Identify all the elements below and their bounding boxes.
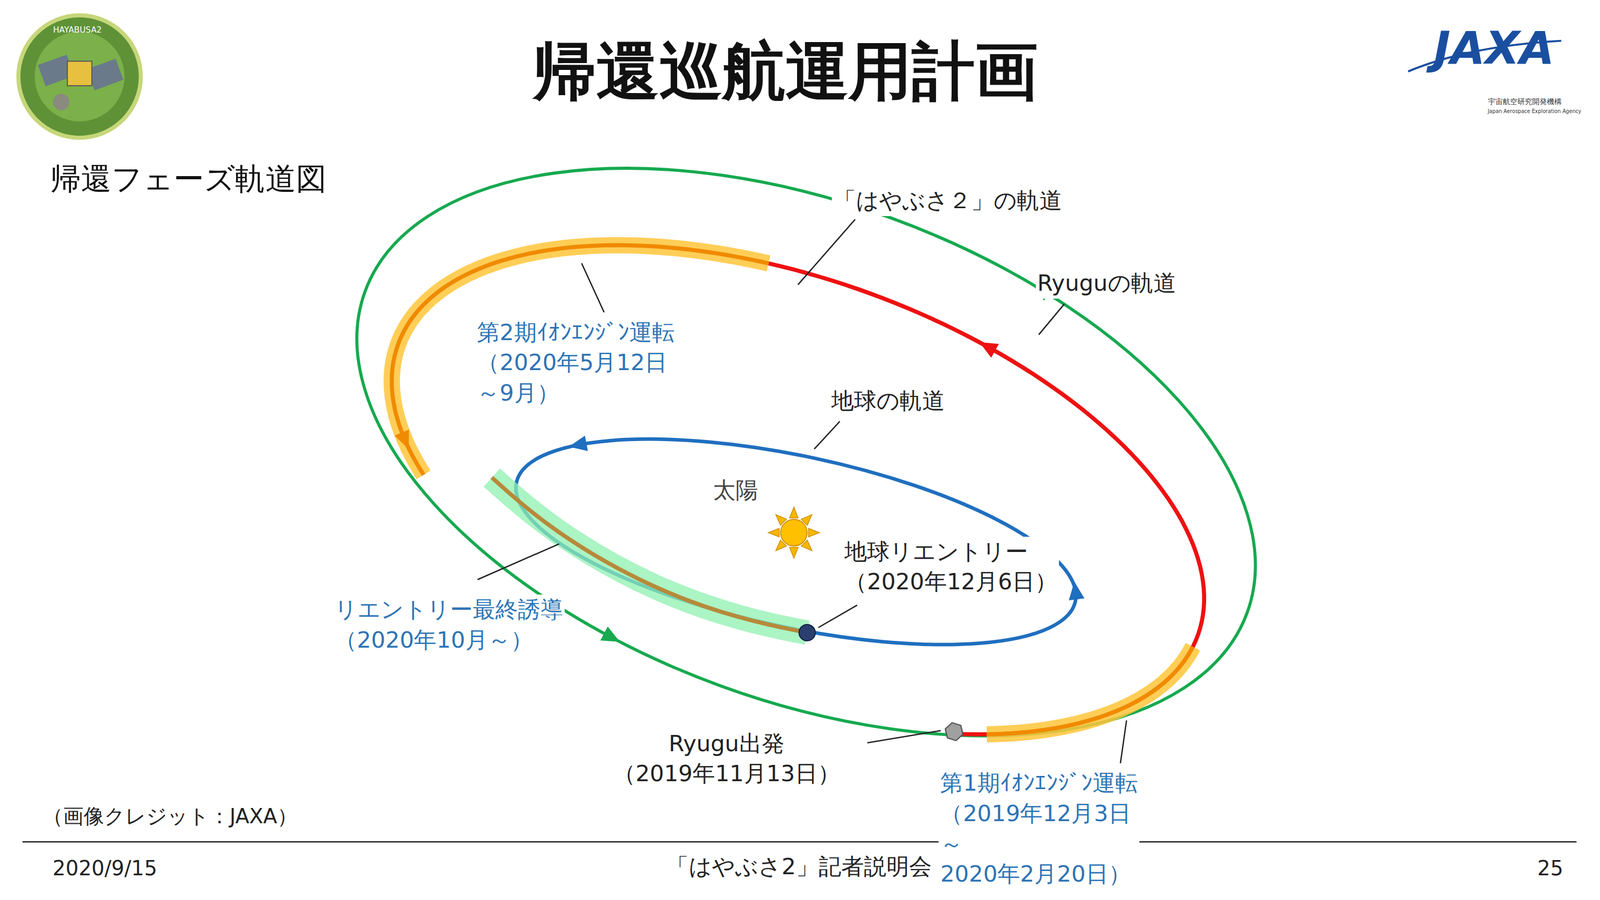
leader-line xyxy=(798,219,856,285)
credit-note: （画像クレジット：JAXA） xyxy=(41,802,300,831)
patch-body xyxy=(67,60,93,86)
orbit-label: 「はやぶさ２」の軌道 xyxy=(831,185,1064,217)
leader-line xyxy=(581,263,605,313)
ryugu-icon xyxy=(945,722,963,741)
phase-label: 第2期ｲｵﾝｴﾝｼﾞﾝ運転 （2020年5月12日～9月） xyxy=(475,317,676,409)
direction-arrow xyxy=(568,435,588,452)
logo-subtext: Japan Aerospace Exploration Agency xyxy=(1488,108,1582,115)
sun-ray xyxy=(789,547,799,559)
leader-line xyxy=(818,605,858,628)
leader-line xyxy=(1038,303,1065,335)
sun-ray xyxy=(768,528,780,537)
ion-engine-arc xyxy=(986,646,1194,735)
direction-arrow xyxy=(979,342,999,359)
logo-text: JAXA xyxy=(1433,22,1555,75)
sun-ray xyxy=(808,528,820,537)
hayabusa2-orbit xyxy=(768,263,1205,735)
mission-patch xyxy=(18,15,141,138)
direction-arrow xyxy=(600,626,620,642)
earth-dot xyxy=(799,624,816,641)
sun-label: 太陽 xyxy=(711,475,760,506)
slide-title: 帰還巡航運用計画 xyxy=(531,28,1040,114)
orbit-label: 地球の軌道 xyxy=(829,385,947,417)
patch-asteroid xyxy=(53,94,70,111)
ion-engine-band xyxy=(986,646,1194,735)
footer-event: 「はやぶさ2」記者説明会 xyxy=(664,851,933,883)
patch-text: HAYABUSA2 xyxy=(53,25,103,36)
phase-label: リエントリー最終誘導 （2020年10月～） xyxy=(332,594,565,656)
event-label: 地球リエントリー （2020年12月6日） xyxy=(842,536,1059,598)
ion-engine-arc xyxy=(391,245,769,475)
leader-line xyxy=(477,544,559,580)
sun-ray xyxy=(789,507,799,519)
ion-engine-band xyxy=(391,245,769,475)
leader-line xyxy=(1120,720,1127,764)
logo-subtext: 宇宙航空研究開発機構 xyxy=(1488,97,1562,107)
page-number: 25 xyxy=(1535,854,1565,883)
orbit-label: Ryuguの軌道 xyxy=(1035,268,1178,299)
leader-line xyxy=(867,730,942,743)
ryugu-orbit xyxy=(279,57,1333,847)
leader-line xyxy=(814,421,841,450)
direction-arrow xyxy=(394,429,409,450)
subtitle: 帰還フェーズ軌道図 xyxy=(48,158,329,200)
footer-date: 2020/9/15 xyxy=(51,854,159,883)
sun-disc xyxy=(780,519,808,546)
direction-arrow xyxy=(1068,581,1085,601)
patch-inner xyxy=(34,31,125,122)
sun-icon xyxy=(768,507,820,559)
patch-disc xyxy=(18,15,141,138)
event-label: Ryugu出発 （2019年11月13日） xyxy=(611,728,842,790)
footer-rule xyxy=(22,841,1577,843)
phase-label: 第1期ｲｵﾝｴﾝｼﾞﾝ運転 （2019年12月3日～2020年2月20日） xyxy=(938,768,1139,890)
